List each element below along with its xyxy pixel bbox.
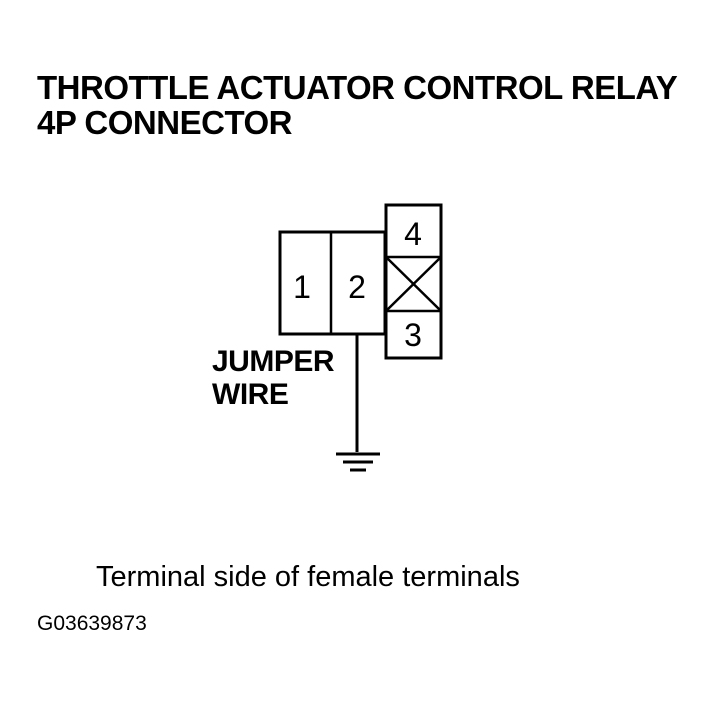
diagram-title: THROTTLE ACTUATOR CONTROL RELAY 4P CONNE… — [37, 69, 678, 141]
diagram-caption: Terminal side of female terminals — [96, 561, 520, 593]
jumper-wire-label: JUMPER WIRE — [212, 345, 335, 411]
jumper-label-line-1: JUMPER — [212, 345, 335, 378]
pin-1-label: 1 — [293, 269, 311, 305]
figure-id: G03639873 — [37, 612, 147, 635]
jumper-label-line-2: WIRE — [212, 378, 289, 411]
connector-body-right — [384, 203, 443, 360]
connector-latch-block — [384, 203, 443, 360]
title-line-1: THROTTLE ACTUATOR CONTROL RELAY — [37, 69, 678, 106]
title-line-2: 4P CONNECTOR — [37, 104, 293, 141]
cross-line-b — [385, 256, 442, 312]
pin-4-label: 4 — [404, 216, 422, 252]
empty-cavity-cross — [385, 256, 442, 312]
pin-2-label: 2 — [348, 269, 366, 305]
ground-symbol — [336, 452, 380, 472]
pin-3-label: 3 — [404, 317, 422, 353]
